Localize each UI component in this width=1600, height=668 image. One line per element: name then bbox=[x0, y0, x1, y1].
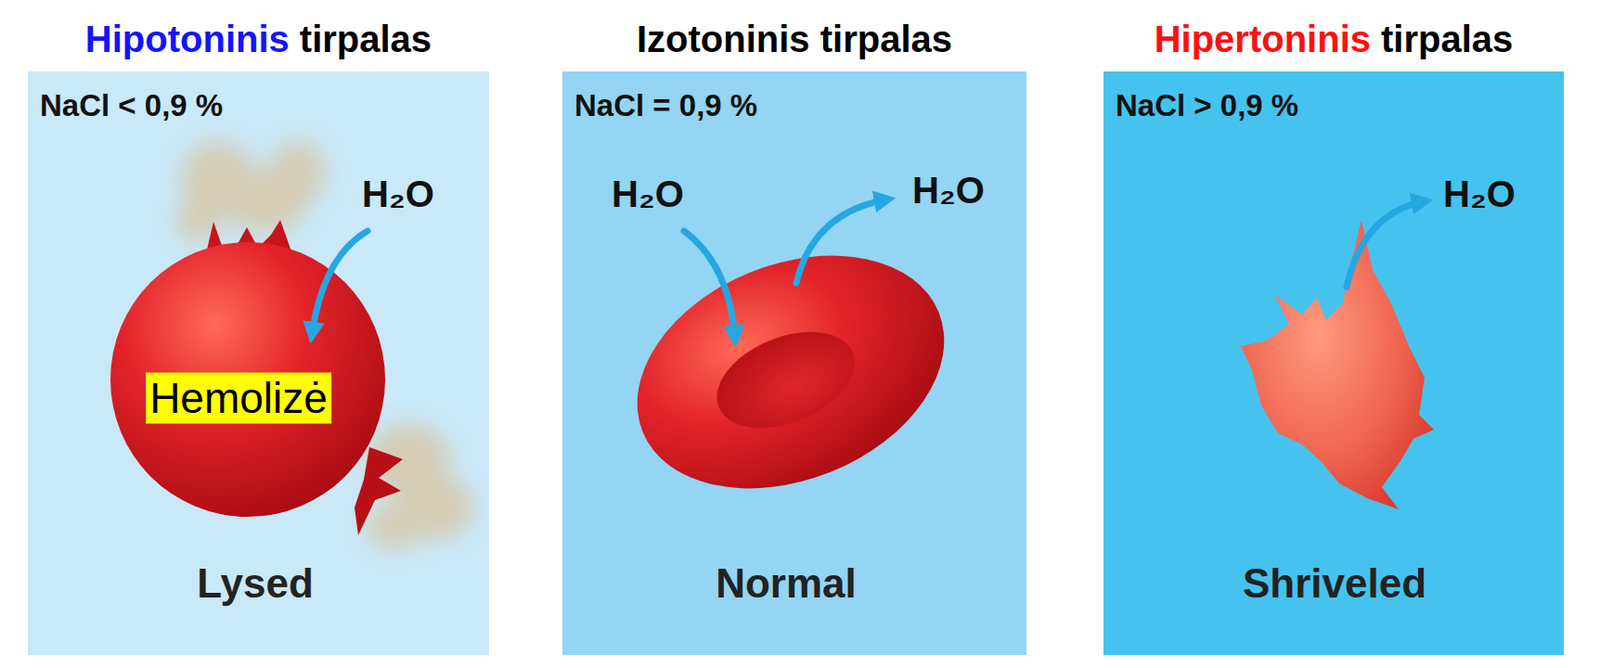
cell-state-label: Lysed bbox=[196, 560, 314, 608]
concentration-label: NaCl < 0,9 % bbox=[39, 88, 223, 124]
solution-panel: HipertoninistirpalasNaCl > 0,9 %H₂OShriv… bbox=[1103, 71, 1564, 656]
water-arrow bbox=[311, 231, 368, 336]
normal-cell bbox=[602, 212, 980, 532]
cell-state-label: Normal bbox=[715, 560, 857, 608]
water-arrow bbox=[796, 199, 888, 284]
concentration-label: NaCl = 0,9 % bbox=[574, 88, 758, 124]
water-label: H₂O bbox=[1443, 172, 1516, 216]
lysed-cell bbox=[110, 242, 386, 517]
panel-ground bbox=[1103, 71, 1564, 656]
panel-heading: tirpalas bbox=[299, 17, 432, 61]
membrane-spike bbox=[354, 447, 403, 536]
panel-heading: Hipotoninis bbox=[85, 17, 290, 61]
concentration-label: NaCl > 0,9 % bbox=[1115, 88, 1299, 124]
panel-heading: Hipertoninis bbox=[1154, 17, 1371, 61]
panel-ground bbox=[27, 71, 490, 656]
solution-panel: HipotoninistirpalasNaCl < 0,9 %H₂OLysedH… bbox=[27, 71, 490, 656]
water-label: H₂O bbox=[611, 172, 684, 216]
panel-heading: tirpalas bbox=[1380, 17, 1513, 61]
panel-heading: Izotoninis tirpalas bbox=[636, 17, 953, 61]
solution-panel: Izotoninis tirpalasNaCl = 0,9 %H₂OH₂ONor… bbox=[562, 71, 1027, 656]
cell-dimple bbox=[702, 313, 869, 448]
water-arrow bbox=[683, 231, 736, 339]
panel-ground bbox=[562, 71, 1027, 656]
cell-state-label: Shriveled bbox=[1242, 560, 1427, 608]
hemolysis-tag: Hemolizė bbox=[145, 373, 332, 425]
shriveled-cell bbox=[1240, 219, 1434, 510]
water-label: H₂O bbox=[912, 168, 985, 212]
hemolysis-label: Hemolizė bbox=[149, 374, 328, 423]
water-arrow bbox=[1346, 201, 1425, 287]
water-label: H₂O bbox=[361, 172, 435, 216]
